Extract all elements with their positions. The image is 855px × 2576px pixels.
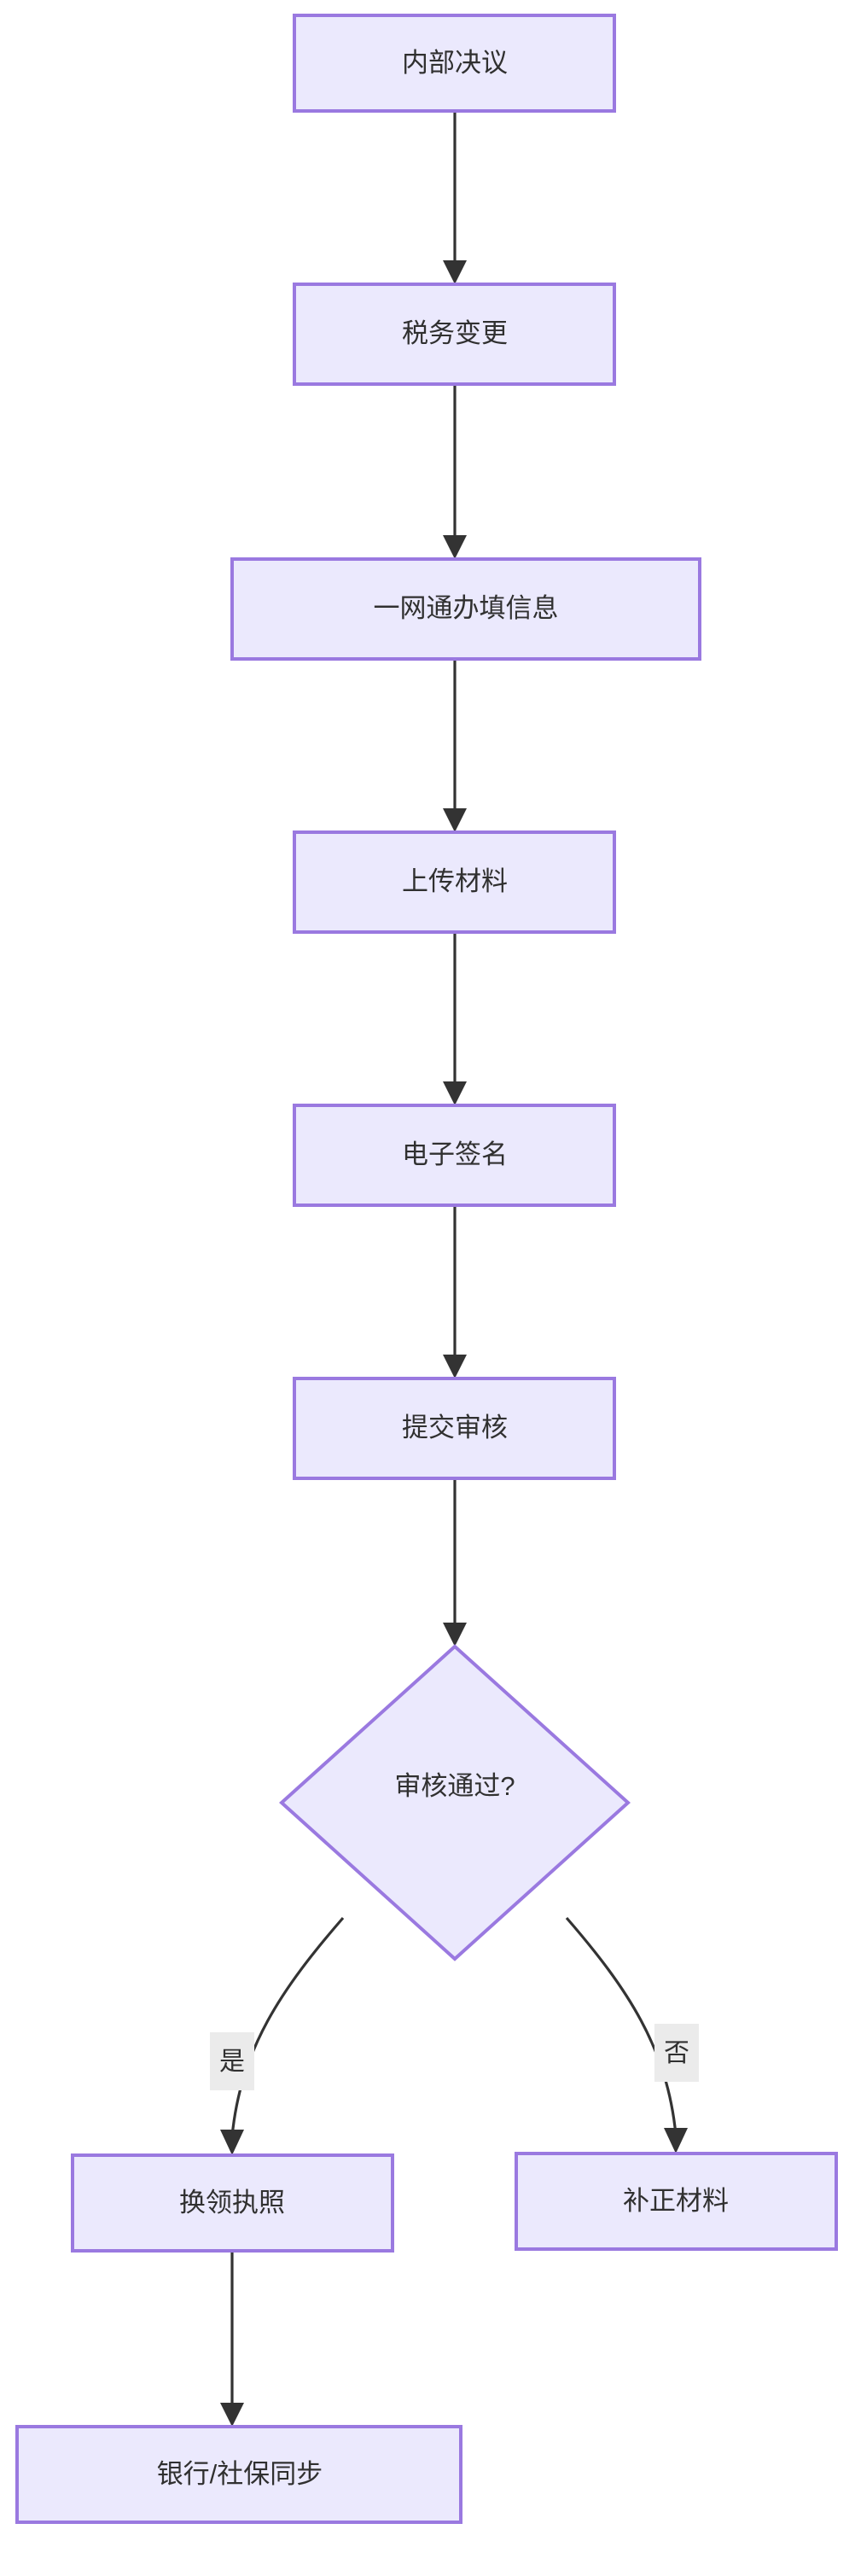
- node-box[interactable]: [293, 1104, 616, 1207]
- arrow-head-icon: [443, 1081, 467, 1105]
- node-diamond[interactable]: [279, 1644, 631, 1961]
- arrow-head-icon: [220, 2403, 244, 2427]
- arrow-head-icon: [443, 1623, 467, 1646]
- edge-n7-n9: [565, 1916, 688, 2153]
- edge-n7-n8: [220, 1916, 345, 2155]
- arrow-head-icon: [664, 2128, 688, 2153]
- node-box[interactable]: [293, 283, 616, 386]
- node-review-passed-decision[interactable]: 审核通过?: [279, 1644, 631, 1961]
- edge-n8-n10: [220, 2251, 244, 2427]
- edge-line: [565, 1916, 678, 2136]
- arrow-head-icon: [443, 535, 467, 559]
- arrow-head-icon: [443, 1355, 467, 1378]
- edge-line: [230, 1916, 345, 2137]
- node-box[interactable]: [293, 14, 616, 113]
- edge-label-no: 否: [654, 2024, 699, 2082]
- node-renew-license[interactable]: 换领执照: [71, 2153, 394, 2253]
- arrow-head-icon: [443, 808, 467, 832]
- node-upload-materials[interactable]: 上传材料: [293, 830, 616, 934]
- arrow-head-icon: [220, 2130, 244, 2155]
- node-box[interactable]: [293, 830, 616, 934]
- node-box[interactable]: [515, 2152, 838, 2251]
- node-label: 换领执照: [179, 2188, 285, 2218]
- node-label: 上传材料: [402, 866, 508, 896]
- node-label: 提交审核: [402, 1413, 508, 1442]
- edge-label-background: [210, 2032, 254, 2090]
- node-label: 银行/社保同步: [157, 2459, 323, 2489]
- edge-n1-n2: [443, 111, 467, 284]
- node-box[interactable]: [230, 557, 701, 661]
- node-label: 内部决议: [402, 48, 508, 78]
- node-one-net-fill-info[interactable]: 一网通办填信息: [230, 557, 701, 661]
- node-internal-resolution[interactable]: 内部决议: [293, 14, 616, 113]
- edge-n2-n3: [443, 384, 467, 559]
- edge-n5-n6: [443, 1205, 467, 1378]
- node-box[interactable]: [15, 2425, 462, 2524]
- node-label: 审核通过?: [394, 1771, 515, 1801]
- node-electronic-signature[interactable]: 电子签名: [293, 1104, 616, 1207]
- node-bank-social-security-sync[interactable]: 银行/社保同步: [15, 2425, 462, 2524]
- arrow-head-icon: [443, 260, 467, 284]
- node-label: 电子签名: [402, 1139, 508, 1169]
- edge-label-yes: 是: [210, 2032, 254, 2090]
- edge-label-text: 否: [664, 2039, 689, 2067]
- node-label: 补正材料: [623, 2186, 729, 2216]
- node-tax-change[interactable]: 税务变更: [293, 283, 616, 386]
- edge-n4-n5: [443, 932, 467, 1105]
- node-supplement-materials[interactable]: 补正材料: [515, 2152, 838, 2251]
- node-label: 税务变更: [402, 318, 508, 348]
- edge-label-background: [654, 2024, 699, 2082]
- node-box[interactable]: [71, 2153, 394, 2253]
- edge-n3-n4: [443, 659, 467, 832]
- edge-label-text: 是: [219, 2048, 245, 2076]
- node-label: 一网通办填信息: [374, 593, 559, 623]
- edge-n6-n7: [443, 1478, 467, 1646]
- node-submit-review[interactable]: 提交审核: [293, 1377, 616, 1480]
- node-box[interactable]: [293, 1377, 616, 1480]
